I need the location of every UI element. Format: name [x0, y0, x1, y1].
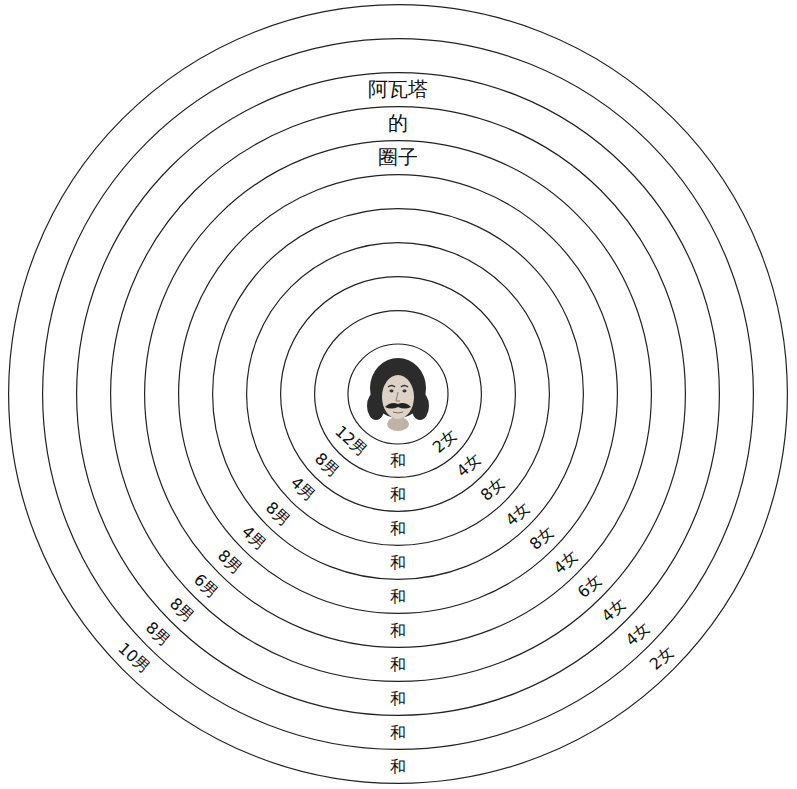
text-holder: 和 [390, 588, 406, 606]
count-label: 8女 [478, 474, 509, 505]
eye [403, 390, 407, 393]
count-label: 6女 [574, 570, 605, 601]
count-label: 8男 [263, 498, 294, 529]
text-holder: 8男 [143, 618, 174, 649]
count-label: 10男 [115, 639, 154, 676]
ring-band: 6男和6女 [110, 106, 686, 682]
ring-circle [9, 5, 788, 784]
conjunction-text: 和 [390, 622, 406, 640]
count-label: 4男 [287, 474, 318, 505]
count-label: 8男 [143, 618, 174, 649]
nose [396, 392, 400, 401]
text-holder: 6女 [574, 570, 605, 601]
count-label: 4女 [502, 498, 533, 529]
title-holder: 阿瓦塔 的 圈子 [368, 72, 429, 174]
count-label: 8男 [311, 450, 342, 481]
ring-circle [213, 209, 584, 580]
text-holder: 4女 [550, 546, 581, 577]
eyebrows [388, 386, 408, 388]
diagram-title: 阿瓦塔 的 圈子 [368, 72, 429, 174]
ring-circle [247, 243, 550, 546]
ring-outline [246, 242, 550, 546]
conjunction-text: 和 [390, 588, 406, 606]
text-holder: 和 [390, 724, 406, 742]
conjunction-text: 和 [390, 690, 406, 708]
count-label: 12男 [331, 423, 370, 460]
text-holder: 12男 [331, 423, 370, 460]
ring-outline [212, 208, 584, 580]
conjunction-text: 和 [390, 486, 406, 504]
text-holder: 和 [390, 656, 406, 674]
count-label: 6男 [191, 570, 222, 601]
text-holder: 2女 [646, 642, 677, 673]
ring-band: 4男和8女 [178, 174, 618, 614]
text-holder: 和 [390, 452, 406, 470]
ring-circle [43, 39, 754, 750]
ring-outline [178, 174, 618, 614]
text-holder: 8男 [167, 594, 198, 625]
ring-band: 12男和 2女 [314, 310, 482, 478]
ring-band: 8男和4女 [212, 208, 584, 580]
count-label: 2女 [646, 642, 677, 673]
text-holder: 和 [390, 520, 406, 538]
text-holder: 和 [390, 758, 406, 776]
ring-band: 8男和4女 [144, 140, 652, 648]
count-label: 8女 [526, 522, 557, 553]
text-holder: 4女 [622, 618, 653, 649]
ring-circle [145, 141, 652, 648]
count-label: 4女 [622, 618, 653, 649]
count-label: 4女 [598, 594, 629, 625]
ring-circle [77, 73, 720, 716]
ring-circle [111, 107, 686, 682]
conjunction-text: 和 [390, 758, 406, 776]
face [382, 375, 414, 419]
text-holder: 和 [390, 622, 406, 640]
text-holder: 6男 [191, 570, 222, 601]
count-label: 4女 [550, 546, 581, 577]
ring-outline [110, 106, 686, 682]
ring-circle [179, 175, 618, 614]
ring-circle [315, 311, 482, 478]
text-holder: 和 [390, 554, 406, 572]
count-label: 4女 [454, 450, 485, 481]
conjunction-text: 和 [390, 452, 406, 470]
text-holder: 4女 [502, 498, 533, 529]
count-label: 8男 [215, 546, 246, 577]
mouth [393, 412, 403, 413]
text-holder: 4女 [598, 594, 629, 625]
text-holder: 4男 [239, 522, 270, 553]
text-holder: 8女 [478, 474, 509, 505]
text-holder: 10男 [115, 639, 154, 676]
conjunction-text: 和 [390, 724, 406, 742]
ring-band: 8男和4女 [42, 38, 754, 750]
text-holder: 4女 [454, 450, 485, 481]
ring-outline [42, 38, 754, 750]
eye [390, 390, 394, 393]
ring-outline [144, 140, 652, 648]
conjunction-text: 和 [390, 554, 406, 572]
ring-band: 4男和8女 [246, 242, 550, 546]
center-circle [348, 344, 448, 444]
ring-circle [281, 277, 516, 512]
text-holder: 2女 [430, 426, 461, 457]
text-holder: 和 [390, 690, 406, 708]
ring-band: 8男和4女 [280, 276, 516, 512]
count-label: 4男 [239, 522, 270, 553]
text-holder: 4男 [287, 474, 318, 505]
count-label: 8男 [167, 594, 198, 625]
text-holder: 8女 [526, 522, 557, 553]
count-label: 2女 [430, 426, 461, 457]
ring-outline [280, 276, 516, 512]
text-holder: 8男 [263, 498, 294, 529]
text-holder: 8男 [215, 546, 246, 577]
mustache [385, 403, 411, 409]
conjunction-text: 和 [390, 656, 406, 674]
text-holder: 8男 [311, 450, 342, 481]
text-holder: 和 [390, 486, 406, 504]
conjunction-text: 和 [390, 520, 406, 538]
neck [387, 417, 409, 431]
